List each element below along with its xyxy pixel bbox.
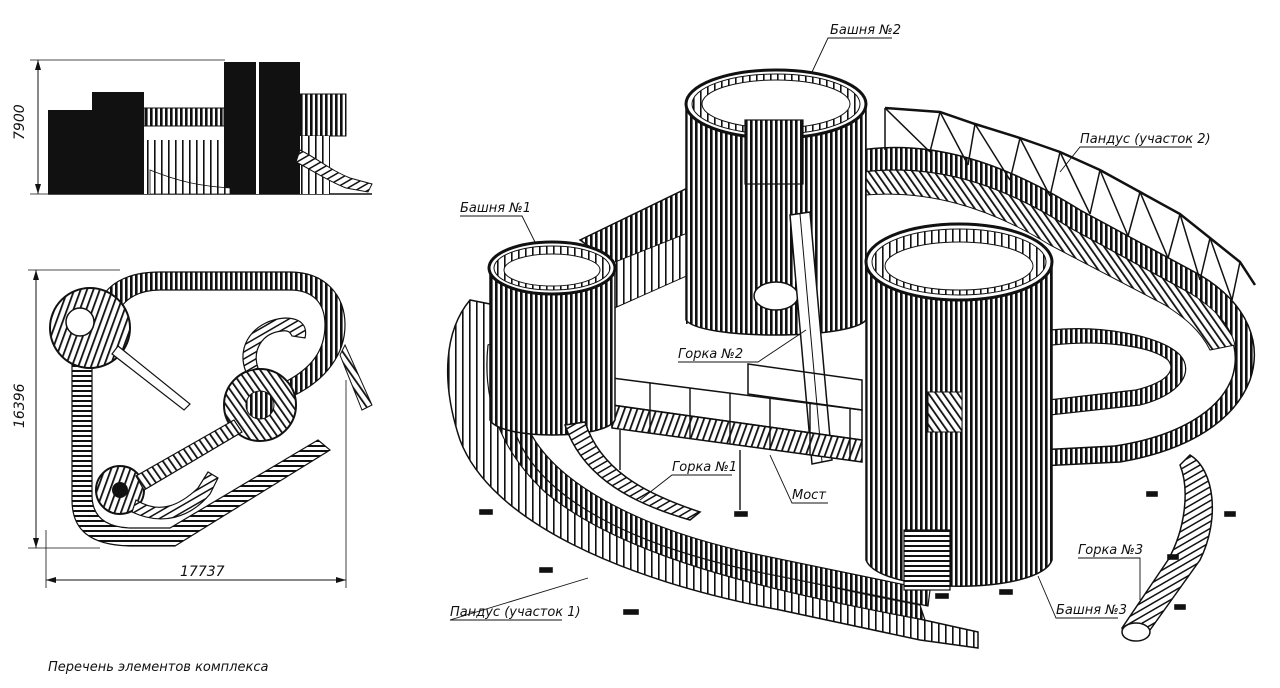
label-slide-2: Горка №2 [678, 347, 743, 362]
label-tower-2: Башня №2 [830, 23, 901, 38]
tower-2 [684, 68, 868, 336]
plan-view: 16396 17737 [12, 269, 373, 588]
plan-bridge [135, 419, 243, 491]
label-tower-1: Башня №1 [460, 201, 531, 216]
plan-ramp-upper [99, 271, 346, 396]
label-slide-1: Горка №1 [672, 460, 737, 475]
isometric-view: Башня №2 Башня №1 Пандус (участок 2) Гор… [446, 23, 1257, 649]
plan-ramp-lower [71, 349, 332, 547]
depth-dimension-label: 16396 [12, 383, 28, 428]
elevation-tower-3 [224, 62, 300, 194]
elevation-slide [295, 149, 373, 193]
label-ramp-1: Пандус (участок 1) [450, 605, 581, 620]
elevation-tower-1 [48, 110, 92, 194]
slide-1 [564, 421, 702, 521]
side-elevation-view: 7900 [12, 59, 373, 195]
elevation-tower-2 [92, 92, 144, 194]
tower-1 [487, 240, 617, 436]
tower-3 [864, 222, 1054, 591]
label-bridge: Мост [792, 488, 826, 503]
height-dimension-label: 7900 [12, 104, 28, 140]
label-tower-3: Башня №3 [1056, 603, 1127, 618]
label-ramp-2: Пандус (участок 2) [1080, 132, 1211, 147]
label-slide-3: Горка №3 [1078, 543, 1143, 558]
elements-list-caption: Перечень элементов комплекса [48, 660, 269, 675]
width-dimension-label: 17737 [180, 564, 225, 580]
